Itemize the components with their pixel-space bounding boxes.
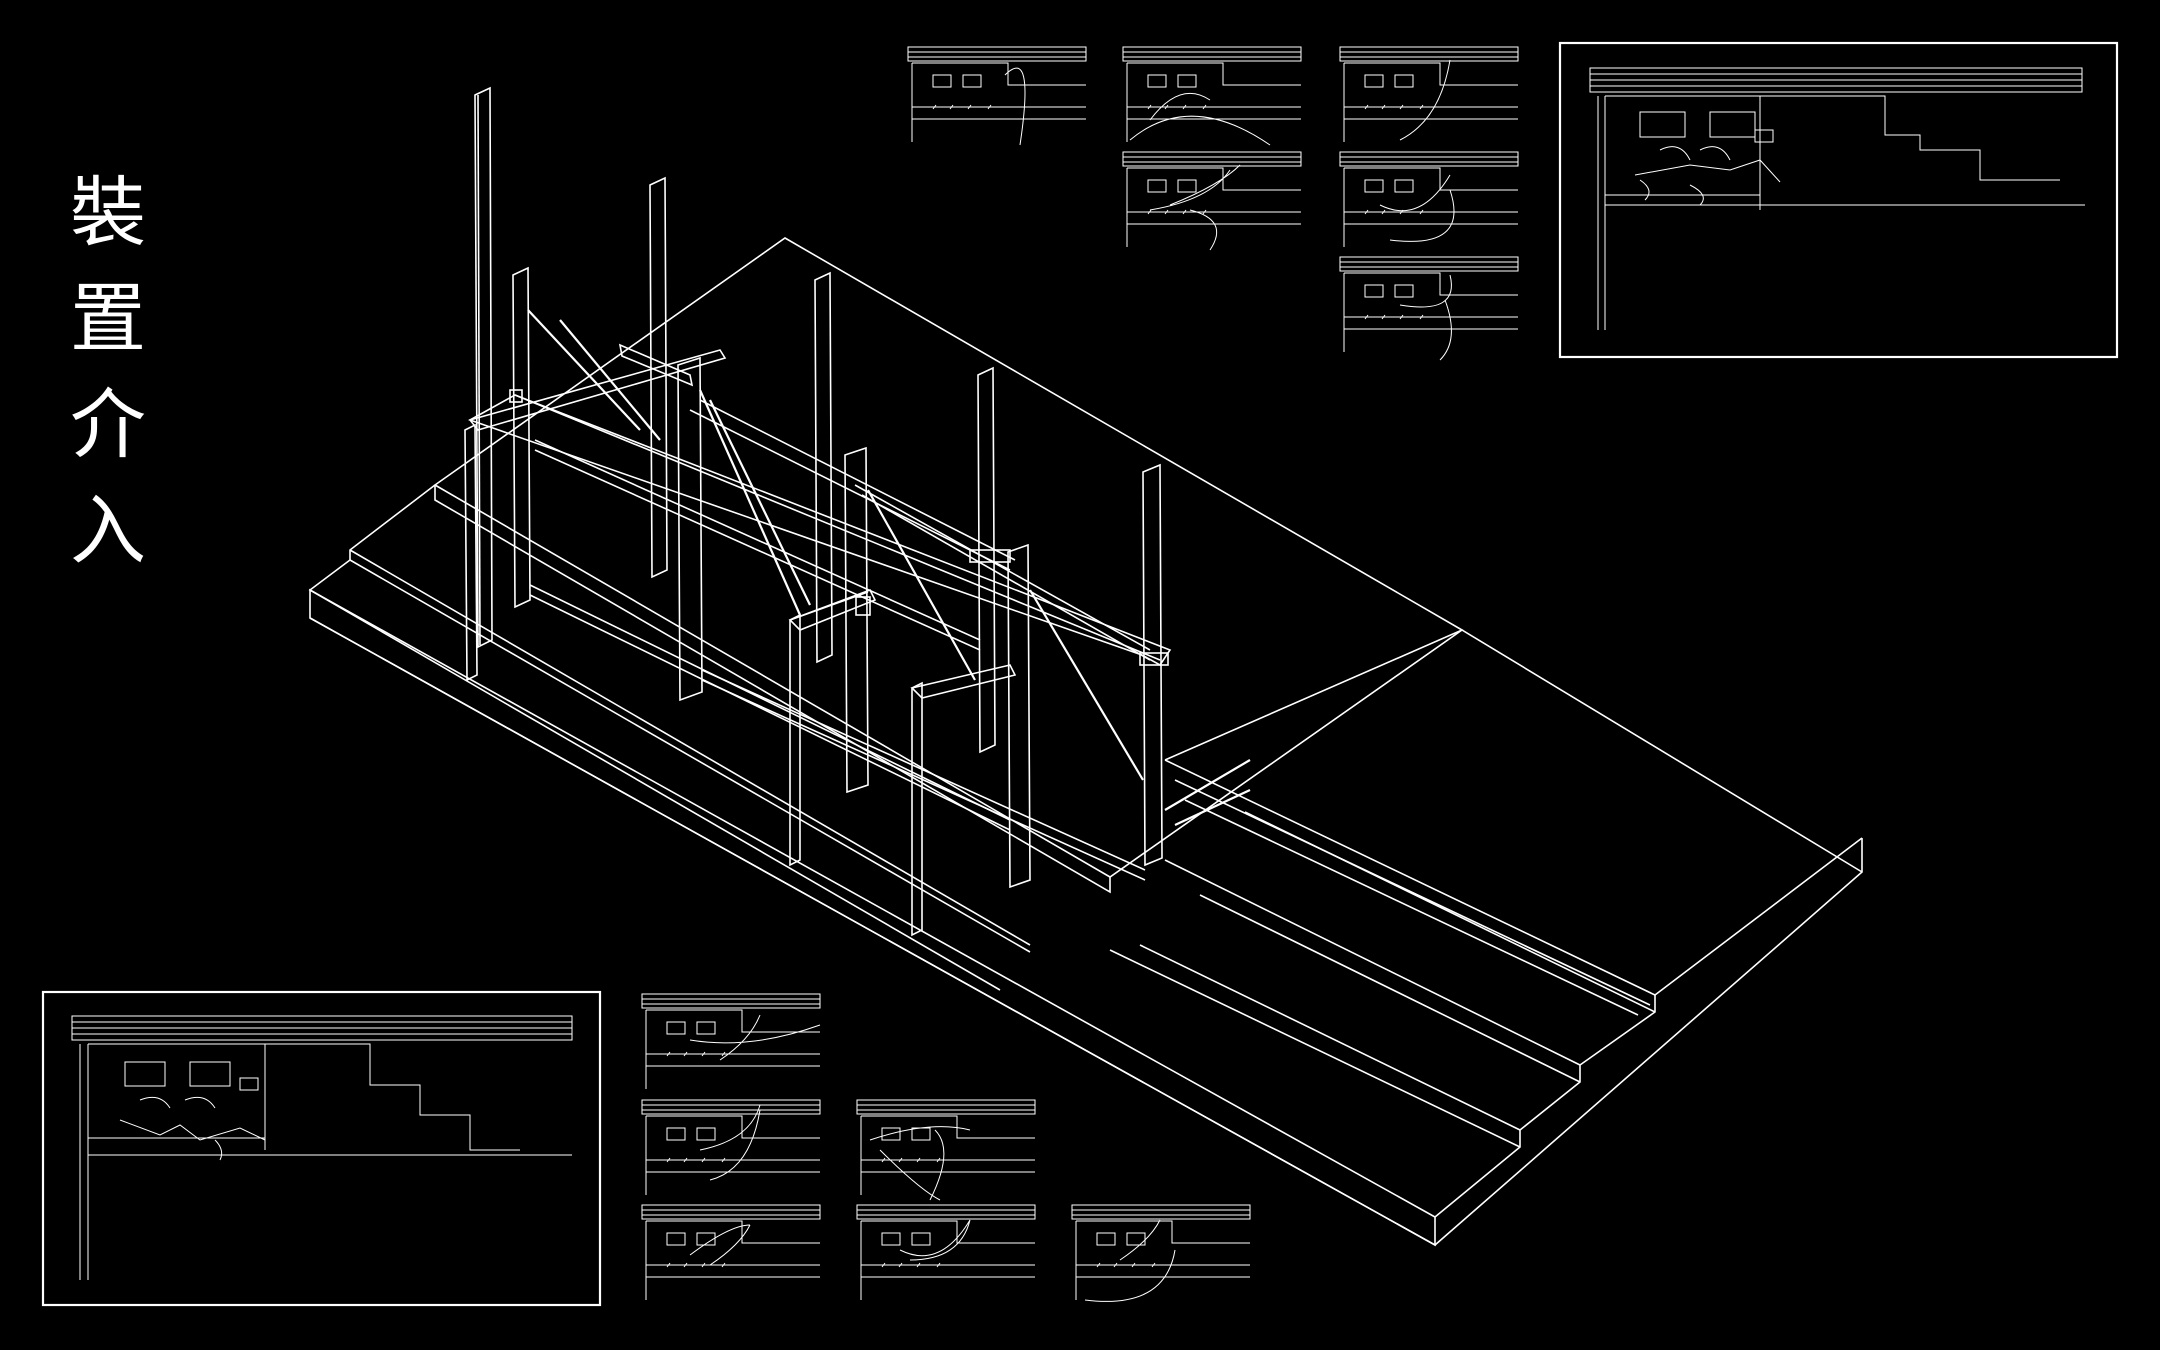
title-char-4: 入 [70, 486, 146, 575]
title-char-3: 介 [70, 380, 146, 469]
stepped-platform [308, 237, 1863, 1247]
thumb-4 [1122, 151, 1302, 248]
title-char-2: 置 [70, 274, 146, 363]
frame-joints [509, 389, 1169, 666]
vertical-title: 裝 置 介 入 [68, 160, 148, 584]
diagonal-braces [527, 309, 1251, 826]
thumb-6 [1339, 256, 1519, 353]
thumb-12 [1071, 1204, 1251, 1301]
thumb-5 [1339, 151, 1519, 248]
frame-posts [464, 86, 1163, 937]
thumb-7 [641, 993, 821, 1090]
thumb-1 [907, 46, 1087, 143]
thumb-9 [856, 1099, 1036, 1196]
thumb-10 [641, 1204, 821, 1301]
thumb-3 [1339, 46, 1519, 143]
title-char-1: 裝 [70, 168, 146, 257]
frame-beams [468, 343, 1172, 881]
thumb-8 [641, 1099, 821, 1196]
thumb-2 [1122, 46, 1302, 143]
